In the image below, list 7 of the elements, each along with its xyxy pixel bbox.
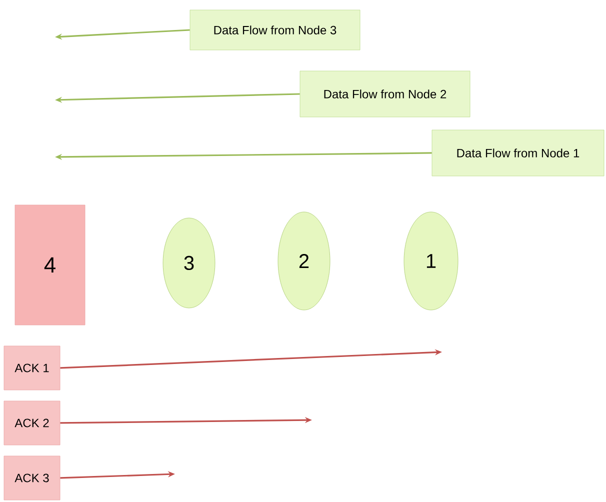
ack-box: ACK 2	[4, 400, 60, 446]
flow-label-box: Data Flow from Node 1	[432, 130, 604, 176]
ack-box: ACK 1	[4, 346, 60, 390]
ack-box: ACK 3	[4, 456, 60, 500]
node-square: 4	[14, 204, 86, 326]
flow-label-box: Data Flow from Node 2	[300, 70, 470, 118]
flow-label-box: Data Flow from Node 3	[190, 10, 360, 50]
